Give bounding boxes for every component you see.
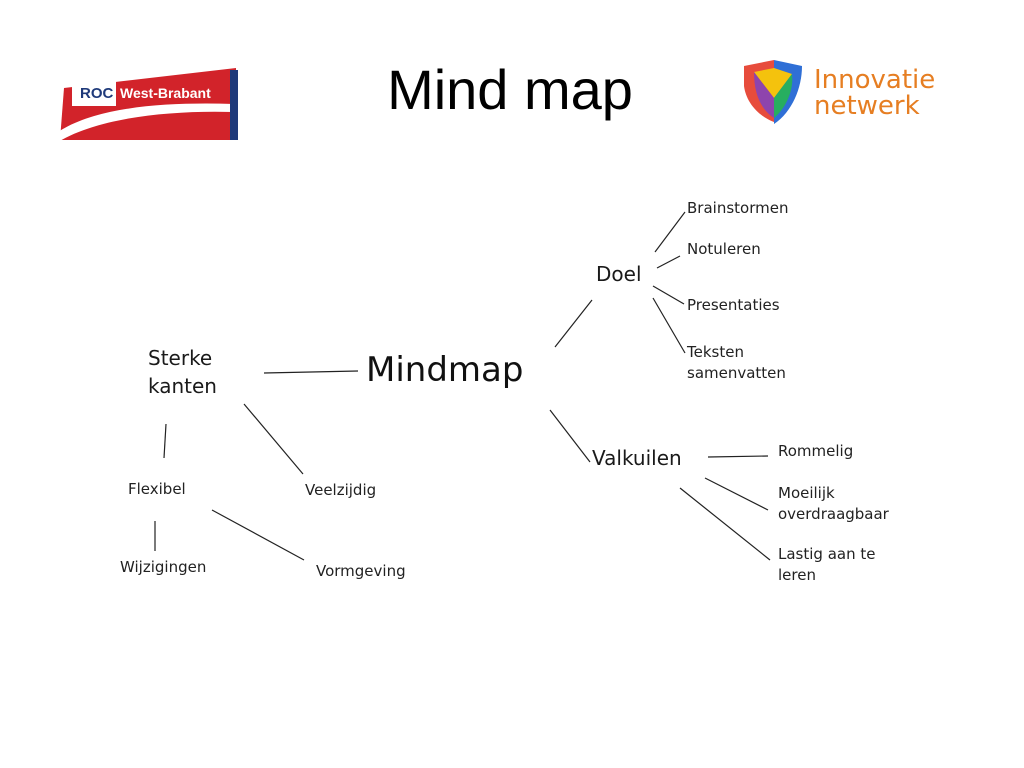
roc-west-brabant-logo: ROC West-Brabant — [58, 68, 238, 142]
connector-valkuilen-lastig — [679, 487, 771, 561]
node-valkuilen: Valkuilen — [592, 446, 682, 470]
logo-roc-text: ROC — [80, 85, 114, 102]
connector-flexibel-vormgeving — [211, 509, 305, 561]
node-notuleren: Notuleren — [687, 240, 761, 258]
node-kanten: kanten — [148, 374, 217, 398]
connector-doel-brainstormen — [654, 211, 686, 253]
node-lastig: Lastig aan te — [778, 545, 876, 563]
connector-doel-presentaties — [652, 285, 685, 305]
logo-shield-icon — [744, 60, 802, 124]
node-veelzijdig: Veelzijdig — [305, 481, 377, 499]
node-flexibel: Flexibel — [128, 480, 186, 498]
logo-white-swoosh — [58, 103, 234, 142]
node-wijzigingen: Wijzigingen — [120, 558, 207, 576]
node-brainstormen: Brainstormen — [687, 199, 789, 217]
connector-root-doel — [554, 299, 593, 348]
connector-doel-notuleren — [656, 255, 681, 269]
mindmap-root: Mindmap — [366, 350, 524, 390]
logo-innovatie-text: Innovatie — [814, 65, 935, 95]
node-teksten: Teksten — [687, 343, 744, 361]
node-rommelig: Rommelig — [778, 442, 854, 460]
logo-blue-edge — [230, 70, 238, 140]
page-title: Mind map — [387, 58, 633, 121]
node-presentaties: Presentaties — [687, 296, 780, 314]
node-doel: Doel — [596, 262, 642, 286]
logo-roc-box — [72, 76, 116, 106]
connector-valkuilen-rommelig — [707, 455, 769, 458]
node-samenvatten: samenvatten — [687, 364, 786, 382]
connector-root-sterke — [263, 370, 359, 374]
node-leren: leren — [778, 566, 816, 584]
node-vormgeving: Vormgeving — [316, 562, 406, 580]
logo-netwerk-text: netwerk — [814, 91, 920, 121]
innovatie-netwerk-logo: Innovatie netwerk — [744, 60, 935, 124]
connector-doel-teksten — [652, 297, 686, 354]
connector-valkuilen-moeilijk — [704, 477, 769, 511]
connector-sterke-veelzijdig — [243, 403, 304, 475]
node-sterke: Sterke — [148, 346, 213, 370]
node-moeilijk: Moeilijk — [778, 484, 835, 502]
connector-sterke-flexibel — [163, 423, 167, 459]
logo-westbrabant-text: West-Brabant — [120, 85, 211, 101]
node-overdraagbaar: overdraagbaar — [778, 505, 889, 523]
connector-root-valkuilen — [549, 409, 591, 463]
